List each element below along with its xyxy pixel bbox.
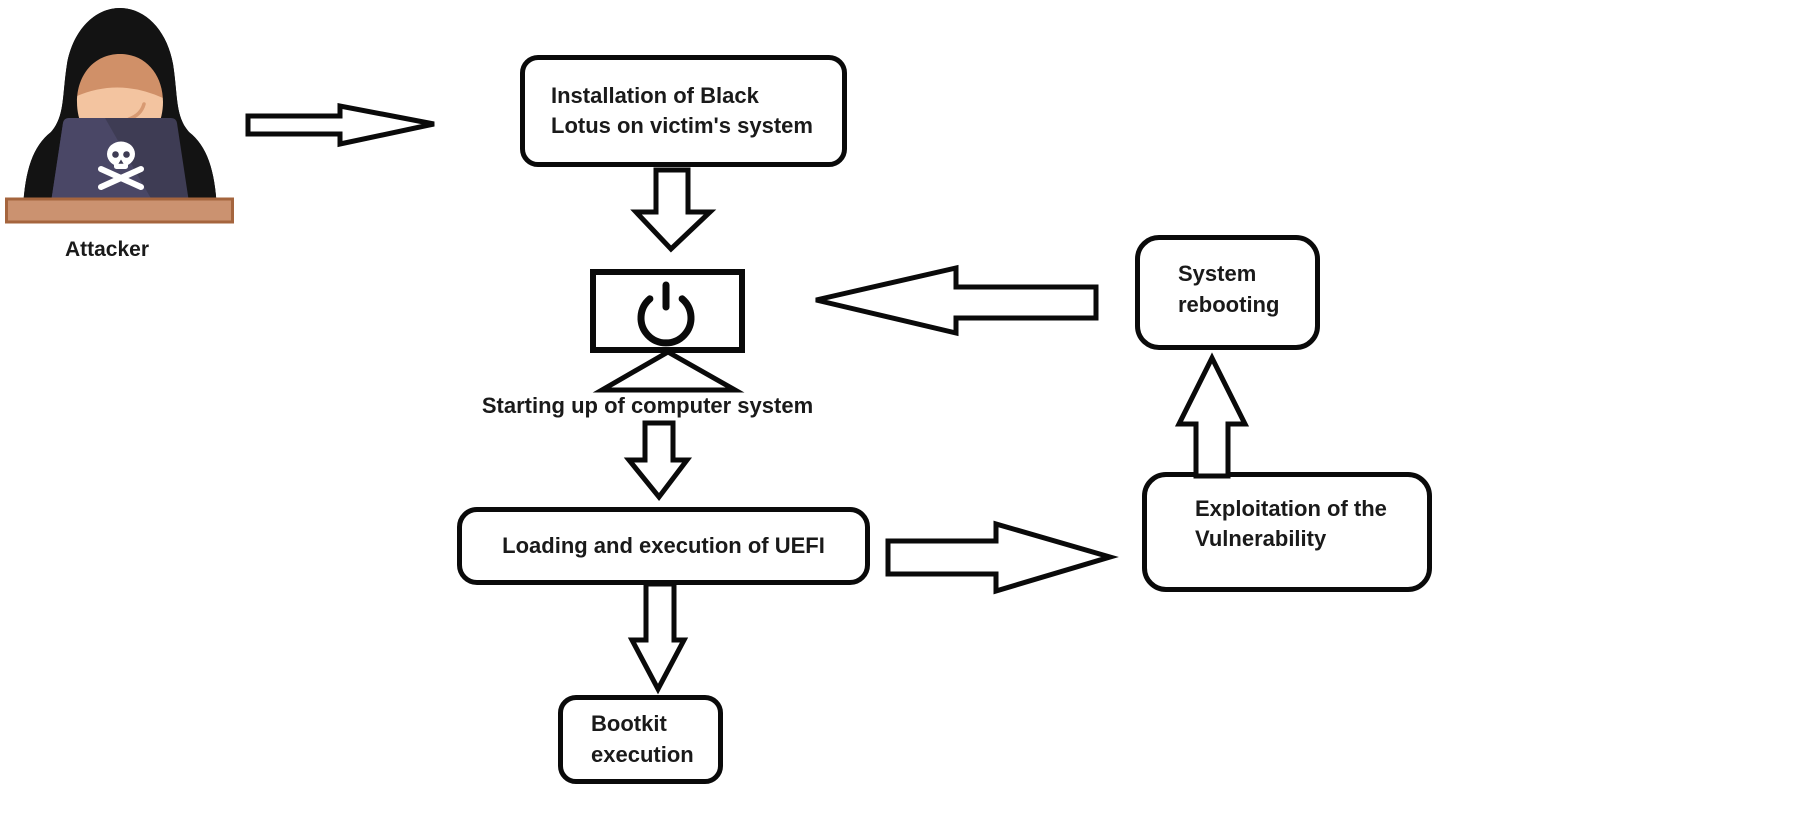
node-exploitation: Exploitation of the Vulnerability xyxy=(1142,472,1432,592)
node-uefi: Loading and execution of UEFI xyxy=(457,507,870,585)
attacker-label: Attacker xyxy=(64,238,150,261)
arrow-uefi-to-bootkit-icon xyxy=(627,581,689,695)
node-installation-line2: Lotus on victim's system xyxy=(551,113,813,138)
monitor-stand-triangle xyxy=(592,349,745,393)
arrow-exploitation-to-rebooting-icon xyxy=(1174,352,1250,479)
node-exploitation-line1: Exploitation of the xyxy=(1195,495,1387,521)
node-rebooting-line1: System xyxy=(1178,261,1257,287)
arrow-startup-to-uefi-icon xyxy=(623,420,693,502)
arrow-rebooting-to-power-icon xyxy=(815,264,1099,337)
arrow-attacker-to-install-icon xyxy=(245,102,435,148)
node-bootkit-line1: Bootkit xyxy=(591,711,667,737)
power-button-icon xyxy=(590,269,745,353)
node-uefi-label: Loading and execution of UEFI xyxy=(502,532,825,558)
attacker-icon xyxy=(5,8,234,224)
node-rebooting-line2: rebooting xyxy=(1178,291,1280,317)
startup-label: Starting up of computer system xyxy=(481,393,814,418)
node-bootkit-line2: execution xyxy=(591,741,694,767)
node-rebooting: System rebooting xyxy=(1135,235,1320,350)
desk xyxy=(5,197,234,224)
node-bootkit: Bootkit execution xyxy=(558,695,723,784)
node-exploitation-line2: Vulnerability xyxy=(1195,526,1327,551)
arrow-uefi-to-exploitation-icon xyxy=(885,520,1119,595)
node-installation: Installation of Black Lotus on victim's … xyxy=(520,55,847,167)
skull-icon xyxy=(98,141,144,190)
node-installation-line1: Installation of Black xyxy=(551,82,759,108)
arrow-install-to-power-icon xyxy=(630,167,717,253)
